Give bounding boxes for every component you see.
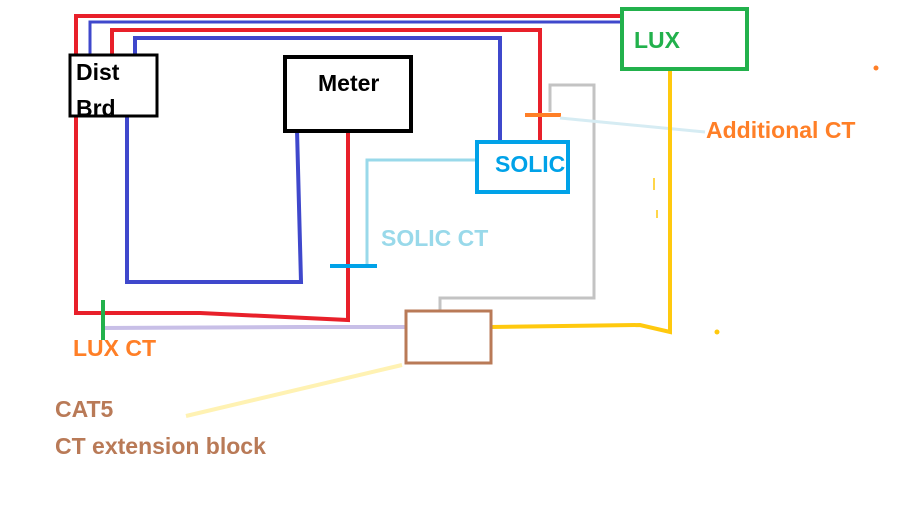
solic-ct-label: SOLIC CT — [381, 225, 488, 251]
lux-ct-wire — [102, 325, 406, 330]
meter-label: Meter — [318, 70, 379, 96]
neutral-wire-meter-loop — [125, 116, 304, 284]
additional-ct-pointer — [559, 116, 706, 134]
cat5-pointer — [185, 363, 403, 418]
solic-box — [475, 140, 570, 194]
solic-label: SOLIC — [495, 151, 565, 177]
additional-ct-label: Additional CT — [706, 117, 855, 143]
lux-label: LUX — [634, 27, 681, 53]
cat5-wire — [489, 68, 672, 335]
stray-dot-yellow — [714, 329, 720, 335]
dist-board-box — [68, 53, 159, 118]
additional-ct-wire — [438, 83, 596, 312]
cat5-label: CAT5 — [55, 396, 114, 422]
dist-board-label-line1: Dist — [76, 59, 120, 85]
live-wire-top — [74, 14, 630, 58]
lux-box — [620, 7, 749, 71]
neutral-wire-solic — [133, 36, 502, 146]
neutral-wire-top — [88, 20, 628, 58]
lux-ct-label: LUX CT — [73, 335, 156, 361]
meter-box — [283, 55, 413, 133]
stray-dot-orange — [873, 65, 879, 71]
live-wire-meter-loop — [74, 116, 350, 323]
dist-board-label-line2: Brd — [76, 95, 116, 121]
ct-extension-block-box — [404, 309, 493, 365]
live-wire-solic — [110, 28, 542, 155]
ct-extension-block-label: CT extension block — [55, 433, 266, 459]
